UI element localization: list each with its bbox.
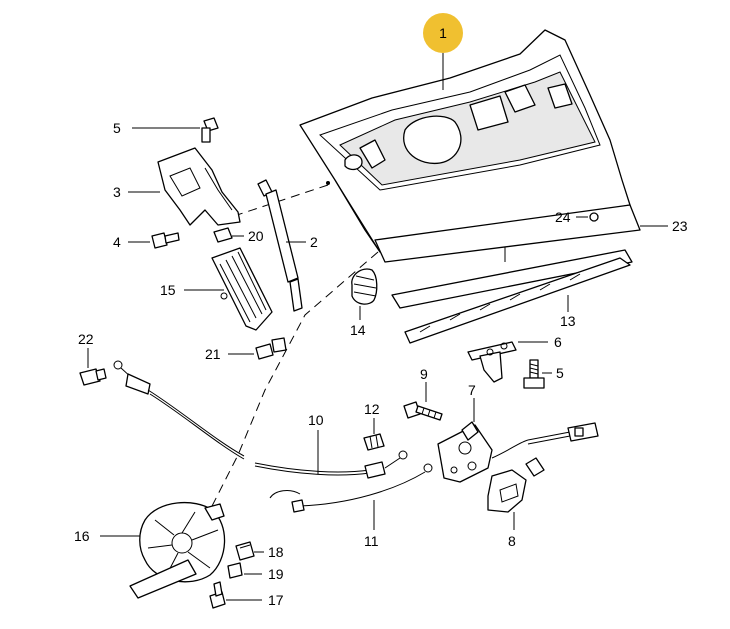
highlight-marker-part-1 (423, 13, 463, 53)
callout-17: 17 (268, 592, 284, 608)
bolt-part-22 (79, 368, 107, 386)
callout-9: 9 (420, 366, 428, 382)
callout-8: 8 (508, 533, 516, 549)
callout-2: 2 (310, 234, 318, 250)
callout-5-right: 5 (556, 365, 564, 381)
callout-23: 23 (672, 218, 688, 234)
callout-7: 7 (468, 382, 476, 398)
actuator-motor-part-16 (129, 501, 226, 599)
emergency-cable-part-11 (269, 463, 433, 513)
callout-3: 3 (113, 184, 121, 200)
callout-18: 18 (268, 544, 284, 560)
callout-13: 13 (560, 313, 576, 329)
callout-11: 11 (364, 533, 379, 549)
release-handle-cable (113, 360, 245, 460)
cover-part-15 (211, 247, 273, 331)
screw-part-5-right (523, 359, 545, 389)
screw-part-21 (255, 337, 287, 360)
bolt-part-4 (151, 232, 180, 249)
seal-strip-part-13 (391, 249, 633, 344)
lock-part-7 (437, 421, 529, 483)
callout-12: 12 (364, 401, 380, 417)
callout-4: 4 (113, 234, 121, 250)
deck-lid-part-1 (299, 29, 631, 262)
callout-22: 22 (78, 331, 94, 347)
bump-stop-part-14 (351, 268, 378, 305)
callout-6: 6 (554, 334, 562, 350)
callout-10: 10 (308, 412, 324, 428)
callout-21: 21 (205, 346, 221, 362)
callout-24: 24 (555, 209, 571, 225)
release-cable-part-10 (254, 450, 408, 479)
hinge-part-3 (157, 147, 241, 226)
lock-wiring-harness (527, 422, 599, 445)
screw-part-5-left (201, 117, 219, 143)
gas-strut-part-2 (257, 179, 303, 312)
callout-20: 20 (248, 228, 264, 244)
callout-15: 15 (160, 282, 176, 298)
screw-part-17 (209, 581, 226, 609)
nut-part-19 (227, 562, 243, 579)
trim-strip-part-23 (374, 204, 641, 263)
grommet-part-18 (235, 541, 255, 561)
callout-1: 1 (439, 25, 447, 41)
callout-19: 19 (268, 566, 284, 582)
callout-16: 16 (74, 528, 90, 544)
cable-clip-part-12 (363, 433, 385, 451)
buffer-part-20 (213, 227, 233, 243)
assembly-guide-lines (209, 184, 379, 511)
clip-part-24 (589, 212, 599, 222)
callout-5-left: 5 (113, 120, 121, 136)
bolt-part-9 (403, 401, 443, 421)
callout-14: 14 (350, 322, 366, 338)
lock-bracket-part-8 (487, 457, 545, 513)
bracket-part-6 (467, 341, 517, 383)
